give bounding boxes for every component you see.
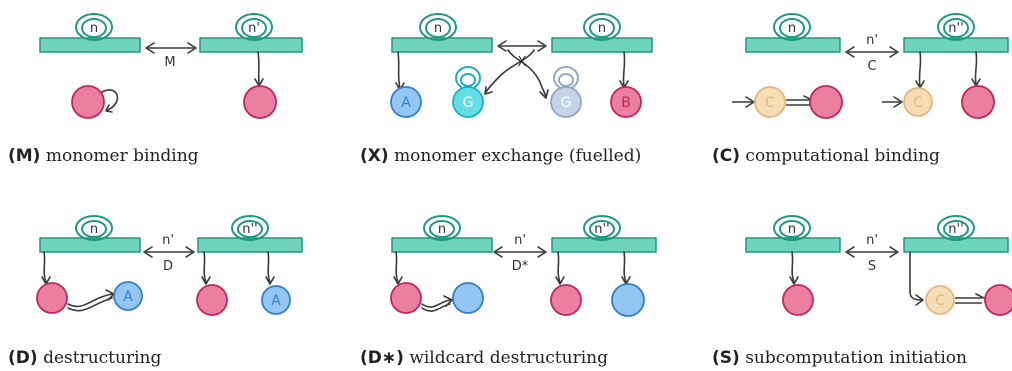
monomer-b-label: B <box>621 95 631 111</box>
left-binding-complex: C <box>732 85 843 119</box>
monomer-c-right-label: C <box>913 95 923 111</box>
caption-tag: (D∗) <box>360 348 404 368</box>
left-node-label: n <box>434 21 442 36</box>
caption-text: monomer exchange (fuelled) <box>394 146 642 166</box>
right-polymer: n <box>551 13 653 89</box>
reaction-arrow: n' C <box>845 33 899 74</box>
monomer-g-fuelled: G <box>452 66 484 118</box>
caption-text: monomer binding <box>45 146 199 166</box>
caption-monomer-binding: (M) monomer binding <box>8 146 199 166</box>
arrow-top-label: n' <box>162 233 174 248</box>
monomer-a-label: A <box>401 95 411 111</box>
caption-tag: (D) <box>8 348 38 368</box>
left-node-label: n <box>788 222 796 237</box>
right-polymer: n'' <box>550 215 657 317</box>
left-node-label: n <box>90 222 98 237</box>
right-polymer: n' <box>199 13 303 119</box>
right-node-label: n' <box>248 21 260 36</box>
left-polymer: n <box>391 13 493 91</box>
left-monomer <box>71 85 119 119</box>
caption-destructuring: (D) destructuring <box>8 348 161 368</box>
subcomputation-complex: C <box>925 284 1012 316</box>
right-node-label: n'' <box>948 21 963 36</box>
monomer-c-label: C <box>765 95 775 111</box>
panel-subcomputation-initiation: n n' S n'' C <box>730 215 1012 340</box>
monomer-a: A <box>390 86 422 118</box>
caption-subcomputation-initiation: (S) subcomputation initiation <box>712 348 967 368</box>
left-node-label: n <box>438 222 446 237</box>
left-polymer: n <box>391 215 493 285</box>
left-polymer: n <box>39 215 141 285</box>
caption-text: subcomputation initiation <box>745 348 967 368</box>
panel-destructuring: n A n' D n'' <box>36 215 336 340</box>
arrow-bottom-label: D* <box>512 259 529 274</box>
arrow-bottom-label: M <box>164 55 175 70</box>
panel-monomer-binding: n M n' <box>36 6 336 126</box>
right-polymer: n'' A <box>196 215 303 316</box>
monomer-a-right-label: A <box>271 293 281 309</box>
monomer-c-label: C <box>935 293 945 309</box>
arrow-bottom-label: C <box>867 59 876 74</box>
left-complex: A <box>36 281 143 314</box>
right-polymer: n'' <box>903 215 1009 306</box>
caption-tag: (C) <box>712 146 741 166</box>
caption-tag: (M) <box>8 146 41 166</box>
right-node-label: n <box>598 21 606 36</box>
reaction-arrow: n' S <box>845 233 899 274</box>
caption-text: computational binding <box>745 146 940 166</box>
right-polymer: n'' <box>903 13 1009 89</box>
reaction-arrow: n' D* <box>493 233 547 274</box>
arrow-top-label: n' <box>866 233 878 248</box>
left-polymer: n <box>745 215 841 316</box>
panel-computational-binding: n n' C C n'' <box>730 6 1012 126</box>
reaction-arrow: n' D <box>143 233 195 274</box>
right-node-label: n'' <box>594 222 609 237</box>
exchange-arrows: X <box>484 40 549 99</box>
left-node-label: n <box>788 21 796 36</box>
monomer-a-label: A <box>123 289 133 305</box>
left-polymer: n <box>39 13 141 53</box>
reaction-arrow: M <box>145 42 197 70</box>
panel-monomer-exchange: n A G X G <box>388 6 688 126</box>
left-node-label: n <box>90 21 98 36</box>
monomer-g-spent-label: G <box>561 95 572 111</box>
caption-text: wildcard destructuring <box>409 348 608 368</box>
caption-wildcard-destructuring: (D∗) wildcard destructuring <box>360 348 608 368</box>
left-complex <box>390 282 484 314</box>
monomer-b: B <box>610 86 642 118</box>
arrow-bottom-label: X <box>518 55 527 70</box>
monomer-g-label: G <box>463 95 474 111</box>
right-monomers: C <box>882 85 995 119</box>
caption-monomer-exchange: (X) monomer exchange (fuelled) <box>360 146 641 166</box>
caption-tag: (S) <box>712 348 740 368</box>
caption-tag: (X) <box>360 146 389 166</box>
right-node-label: n'' <box>242 222 257 237</box>
arrow-bottom-label: S <box>868 259 876 274</box>
caption-computational-binding: (C) computational binding <box>712 146 940 166</box>
left-polymer: n <box>745 13 841 53</box>
caption-text: destructuring <box>43 348 162 368</box>
arrow-top-label: n' <box>866 33 878 48</box>
arrow-bottom-label: D <box>163 259 173 274</box>
panel-wildcard-destructuring: n n' D* n'' <box>388 215 688 340</box>
monomer-g-spent: G <box>550 66 582 118</box>
right-node-label: n'' <box>948 222 963 237</box>
arrow-top-label: n' <box>514 233 526 248</box>
